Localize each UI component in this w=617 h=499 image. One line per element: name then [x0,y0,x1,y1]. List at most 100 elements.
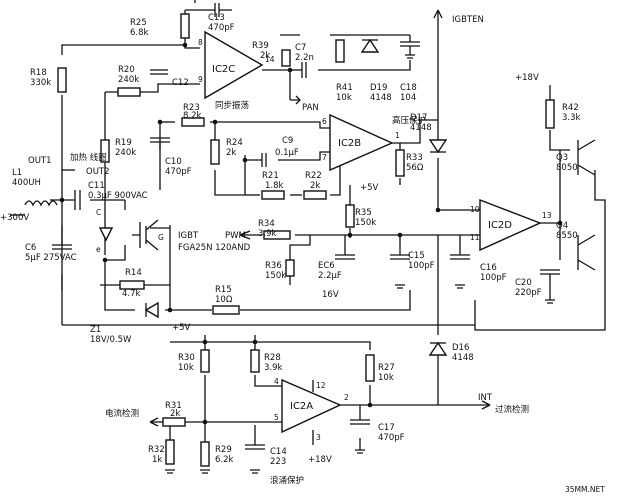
label-sync-osc: 同步振荡 [215,100,250,111]
svg-text:R20: R20 [118,65,135,75]
svg-text:10Ω: 10Ω [215,295,233,305]
junction-dot [252,339,258,345]
svg-text:220pF: 220pF [515,288,542,298]
arrow-pan [290,95,301,105]
svg-text:14: 14 [265,55,275,64]
transistor-q3 [577,139,596,176]
svg-text:IC2C: IC2C [212,64,235,75]
net-int: INT [478,393,493,403]
resistor-r31 [162,417,186,427]
label-out2: OUT2 [86,167,110,177]
resistor-r36 [285,259,295,277]
junction-dot [287,67,293,73]
svg-text:R14: R14 [125,268,142,278]
diode-d19 [360,38,380,53]
capacitor-c18 [400,35,420,55]
svg-text:R28: R28 [264,353,281,363]
zener-z1 [144,301,159,319]
svg-text:3.9k: 3.9k [258,229,277,239]
junction-dot [102,257,108,263]
svg-text:Q3: Q3 [556,153,568,163]
svg-text:R35: R35 [355,208,372,218]
svg-text:6.2k: 6.2k [215,455,234,465]
svg-text:C7: C7 [295,43,306,53]
junctions [59,42,563,425]
svg-text:R15: R15 [215,285,232,295]
svg-text:8: 8 [198,38,203,47]
resistors [57,13,555,467]
svg-text:223: 223 [270,457,286,467]
svg-text:C15: C15 [408,251,425,261]
label-current-detect: 电流检测 [105,408,139,419]
junction-dot [202,419,208,425]
capacitor-c14 [245,444,265,450]
junction-dot [397,232,403,238]
svg-text:400UH: 400UH [12,178,41,188]
junction-dot [202,339,208,345]
svg-text:5μF 275VAC: 5μF 275VAC [25,253,77,263]
label-heating-coil: 加热 线圈 [70,152,107,163]
svg-text:2k: 2k [170,409,180,419]
svg-text:3.9k: 3.9k [264,363,283,373]
svg-text:C6: C6 [25,243,36,253]
svg-text:9: 9 [198,75,203,84]
svg-text:100pF: 100pF [408,261,435,271]
svg-text:R41: R41 [336,83,353,93]
svg-text:R19: R19 [115,138,132,148]
capacitor-c12 [150,69,168,75]
svg-text:100pF: 100pF [480,273,507,283]
svg-text:7: 7 [322,153,327,162]
capacitor-c7 [301,62,307,78]
opamp-ic2c: IC2C [204,30,264,100]
svg-text:470pF: 470pF [208,23,235,33]
svg-text:e: e [96,245,101,254]
resistor-r28 [250,349,260,373]
capacitor-c20 [540,269,560,300]
svg-text:D17: D17 [410,113,427,123]
svg-text:C: C [96,208,101,217]
svg-text:EC6: EC6 [318,261,335,271]
svg-text:12: 12 [316,381,326,390]
svg-text:R42: R42 [562,103,579,113]
svg-text:R39: R39 [252,41,269,51]
resistor-r15 [212,305,240,315]
svg-text:11: 11 [470,233,480,242]
label-overcurrent-detect: 过流检测 [495,404,529,415]
svg-text:IC2D: IC2D [488,220,512,231]
svg-text:2k: 2k [310,181,320,191]
svg-text:R32: R32 [148,445,165,455]
svg-text:3.3k: 3.3k [562,113,581,123]
svg-text:1.8k: 1.8k [265,181,284,191]
svg-text:2k: 2k [260,51,270,61]
resistor-r19 [100,139,110,163]
label-out1: OUT1 [28,156,52,166]
igbt-transistor [98,219,159,251]
resistor-r39 [281,49,291,67]
svg-text:R22: R22 [305,171,322,181]
junction-dot [182,42,188,48]
svg-text:R18: R18 [30,68,47,78]
capacitor-c17 [350,419,370,425]
resistor-r35 [345,204,355,228]
svg-text:R30: R30 [178,353,195,363]
net-pan: PAN [302,103,319,113]
capacitor-c13 [205,3,232,17]
svg-text:6: 6 [322,117,327,126]
svg-text:D19: D19 [370,83,387,93]
svg-text:R34: R34 [258,219,275,229]
opamp-ic2d: IC2D [479,198,542,252]
text-labels: IGBTEN +18V +300V +5V +5V +18V PAN PWM I… [0,13,605,494]
svg-text:2.2n: 2.2n [295,53,314,63]
resistor-r27 [365,354,375,382]
diode-d16 [428,341,448,356]
svg-text:8050: 8050 [556,163,578,173]
svg-text:C10: C10 [165,157,182,167]
svg-text:C18: C18 [400,83,417,93]
junction-dot [242,157,248,163]
svg-text:C14: C14 [270,447,287,457]
watermark: 35MM.NET [565,485,605,494]
svg-text:0.1μF: 0.1μF [275,148,299,158]
svg-text:150k: 150k [355,218,376,228]
capacitor-c10 [150,137,170,150]
